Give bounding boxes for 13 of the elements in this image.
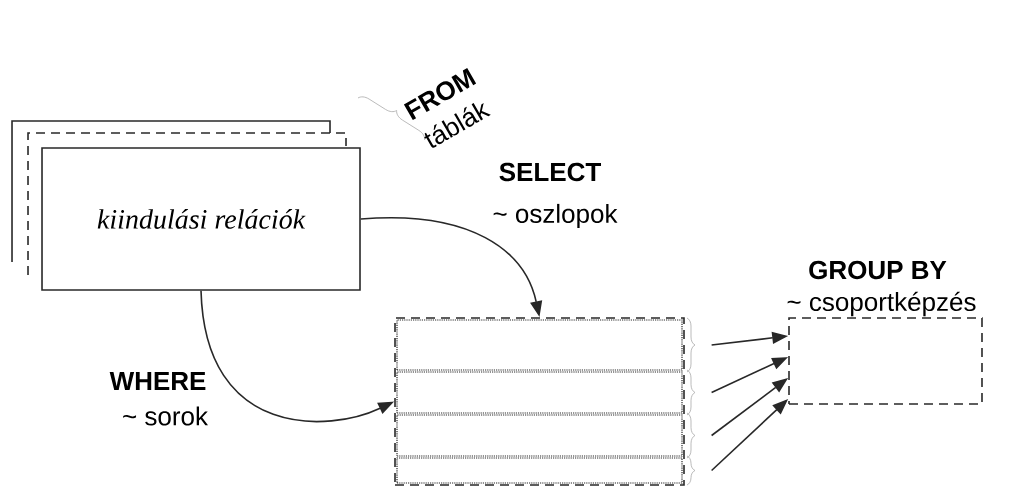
box <box>788 317 983 405</box>
label-text: SELECT <box>499 162 601 182</box>
table-row <box>396 319 683 371</box>
table-row <box>396 414 683 457</box>
box <box>394 317 685 486</box>
label-text: GROUP BY <box>809 260 947 280</box>
label-text: ~ csoportképzés <box>787 291 976 317</box>
table-row <box>396 371 683 414</box>
label-text: WHERE <box>109 372 206 390</box>
stacked-tables: kiindulási relációk <box>11 120 361 291</box>
table-row <box>396 457 683 484</box>
label-text: ~ oszlopok <box>493 203 618 229</box>
label-text: ~ sorok <box>123 406 208 426</box>
